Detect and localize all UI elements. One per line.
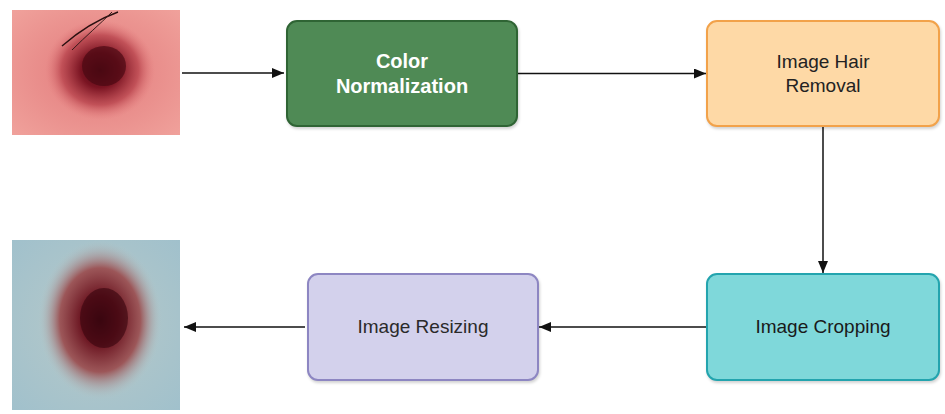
input-image	[12, 10, 180, 135]
process-box: Image Cropping	[706, 273, 940, 381]
process-box: Image Hair Removal	[706, 20, 940, 127]
output-arrow	[184, 326, 305, 328]
lesion-core	[80, 288, 128, 348]
hair	[62, 12, 118, 46]
flow-arrow	[822, 127, 824, 273]
lesion	[45, 20, 155, 120]
process-box: Image Resizing	[307, 273, 539, 381]
box-label: Image Cropping	[755, 315, 890, 339]
input-arrow	[182, 72, 284, 74]
box-label: Image Hair Removal	[758, 50, 888, 98]
flow-arrow	[539, 326, 706, 328]
lesion	[38, 240, 162, 400]
box-label: Image Resizing	[358, 315, 489, 339]
lesion-core	[82, 46, 126, 86]
box-label: Color Normalization	[322, 49, 482, 99]
output-image	[12, 240, 180, 410]
hair	[72, 12, 112, 50]
skin-background	[12, 240, 180, 410]
flow-arrow	[518, 73, 706, 75]
skin-background	[12, 10, 180, 135]
process-box: Color Normalization	[286, 20, 518, 127]
